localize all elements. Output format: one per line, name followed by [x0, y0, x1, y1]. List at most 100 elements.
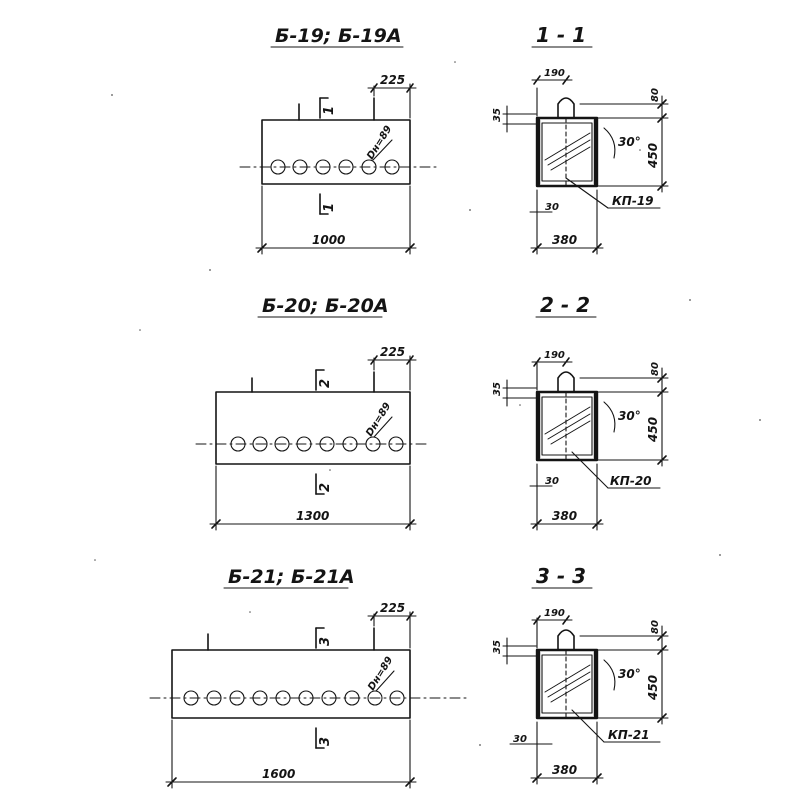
- plate-leader-3: [571, 709, 605, 743]
- bottom-left-dim-1: 30: [545, 202, 559, 213]
- pipe-hole: [319, 436, 335, 452]
- pipe-hole: [321, 690, 337, 706]
- scan-noise: [94, 61, 761, 746]
- dim-tick: [405, 519, 415, 529]
- section-inner-1: [541, 122, 593, 182]
- section-2-2: 2 - 2 190 80 450 30° 35: [492, 293, 669, 531]
- offset-dim-2: 225: [380, 345, 405, 359]
- pipe-hole: [275, 690, 291, 706]
- length-dim-3: 1600: [262, 767, 295, 781]
- dim-tick: [592, 243, 602, 253]
- dim-tick: [406, 611, 414, 621]
- side-dim-1: 35: [492, 108, 503, 122]
- beam-title-3: Б-21; Б-21А: [228, 566, 355, 588]
- dim-tick: [657, 645, 667, 655]
- pipe-hole: [183, 690, 199, 706]
- pipe-hole: [338, 159, 354, 175]
- section-cut-label-top-2: 2: [318, 379, 333, 388]
- dim-tick: [405, 243, 415, 253]
- angle-dim-2: 30°: [618, 409, 641, 423]
- width-dim-3: 380: [552, 763, 577, 777]
- dim-tick: [406, 355, 414, 365]
- dim-tick: [167, 777, 177, 787]
- dim-tick: [532, 519, 542, 529]
- dim-tick: [657, 99, 667, 109]
- pipe-hole: [388, 436, 404, 452]
- beam-body-2: [215, 391, 411, 465]
- section-outline-1: [535, 116, 599, 188]
- pipe-hole: [252, 690, 268, 706]
- dim-tick: [533, 357, 541, 367]
- length-dim-1: 1000: [312, 233, 345, 247]
- hole-row-2: [230, 436, 404, 452]
- height-dim-1: 450: [646, 143, 660, 169]
- dim-tick: [532, 243, 542, 253]
- beam-elevation-2: Б-20; Б-20А Dн=89 2 2 1300: [195, 295, 431, 531]
- section-inner-2: [541, 396, 593, 456]
- top-width-dim-1: 190: [544, 68, 565, 79]
- section-hatch-3: [544, 664, 591, 703]
- dim-tick: [657, 455, 667, 465]
- section-title-3: 3 - 3: [536, 564, 586, 588]
- bottom-left-dim-2: 30: [545, 476, 559, 487]
- width-dim-1: 380: [552, 233, 577, 247]
- pipe-hole: [365, 436, 381, 452]
- hole-row-1: [270, 159, 400, 175]
- dim-tick: [657, 713, 667, 723]
- height-dim-2: 450: [646, 417, 660, 443]
- beam-title-1: Б-19; Б-19А: [275, 25, 402, 47]
- offset-dim-1: 225: [380, 73, 405, 87]
- dim-tick: [370, 355, 378, 365]
- dim-tick: [657, 181, 667, 191]
- section-title-2: 2 - 2: [540, 293, 590, 317]
- plate-leader-2: [571, 451, 609, 489]
- pipe-hole: [252, 436, 268, 452]
- section-loop-2: [557, 371, 575, 393]
- pipe-hole: [298, 690, 314, 706]
- beam-title-2: Б-20; Б-20А: [262, 295, 389, 317]
- offset-dim-3: 225: [380, 601, 405, 615]
- height-dim-3: 450: [646, 675, 660, 701]
- pipe-hole: [384, 159, 400, 175]
- dim-tick: [562, 75, 570, 85]
- hole-row-3: [183, 690, 405, 706]
- section-title-1: 1 - 1: [536, 23, 586, 47]
- dim-tick: [592, 773, 602, 783]
- section-1-1: 1 - 1 190 80 450 30°: [492, 23, 669, 255]
- pipe-hole: [367, 690, 383, 706]
- dim-tick: [562, 357, 570, 367]
- beam-body-3: [171, 649, 411, 719]
- section-cut-label-top-3: 3: [318, 637, 333, 646]
- pipe-hole: [296, 436, 312, 452]
- dim-tick: [370, 611, 378, 621]
- section-hatch-1: [544, 132, 591, 171]
- angle-arc-2: [603, 401, 616, 433]
- hole-leader-2: [373, 416, 393, 438]
- section-outline-2: [535, 390, 599, 462]
- pipe-hole: [229, 690, 245, 706]
- bottom-left-dim-3: 30: [513, 734, 527, 745]
- plate-label-1: КП-19: [612, 194, 654, 208]
- side-dim-3: 35: [492, 640, 503, 654]
- pipe-hole: [361, 159, 377, 175]
- pipe-hole: [206, 690, 222, 706]
- angle-arc-1: [603, 127, 616, 159]
- dim-tick: [657, 387, 667, 397]
- hole-leader-1: [372, 139, 393, 161]
- section-cut-label-bottom-3: 3: [318, 737, 333, 746]
- beam-body-1: [261, 119, 411, 185]
- pipe-hole: [342, 436, 358, 452]
- top-offset-dim-3: 80: [650, 620, 661, 634]
- top-offset-dim-2: 80: [650, 362, 661, 376]
- plate-leader-1: [565, 177, 609, 209]
- dim-tick: [533, 75, 541, 85]
- top-width-dim-2: 190: [544, 350, 565, 361]
- top-offset-dim-1: 80: [650, 88, 661, 102]
- dim-tick: [592, 519, 602, 529]
- dim-tick: [211, 519, 221, 529]
- section-loop-1: [557, 97, 575, 119]
- pipe-hole: [344, 690, 360, 706]
- section-hatch-2: [544, 406, 591, 445]
